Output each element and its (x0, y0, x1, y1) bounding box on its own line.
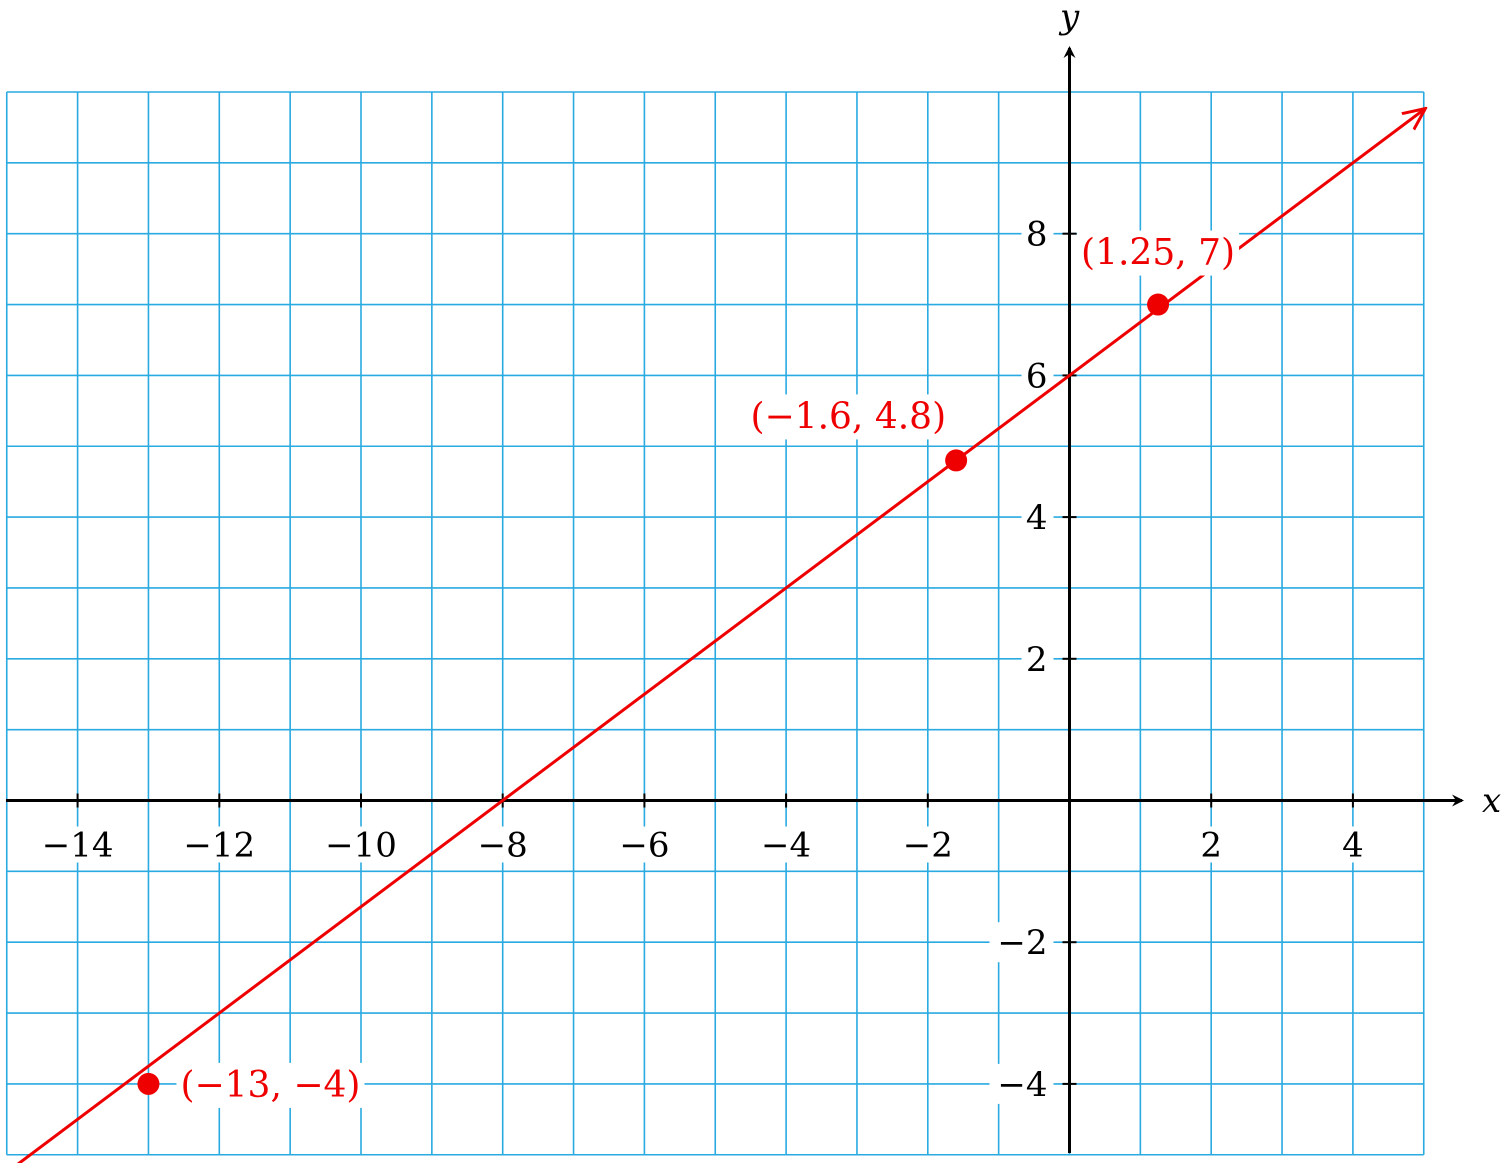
point-label-background (176, 1062, 365, 1108)
point-label: (1.25, 7) (1081, 233, 1235, 274)
x-tick-label: 4 (1342, 826, 1364, 866)
y-tick-label: 6 (1026, 356, 1048, 396)
point-label-background (1077, 230, 1240, 276)
data-point (1147, 293, 1170, 316)
point-label-background (746, 394, 951, 440)
x-tick-label: −2 (903, 826, 953, 866)
series (0, 110, 1424, 1163)
data-point (137, 1072, 160, 1095)
x-tick-label: −6 (619, 826, 669, 866)
series-line (0, 110, 1424, 1163)
y-tick-label: −2 (997, 923, 1047, 963)
x-axis-label: x (1482, 781, 1501, 821)
x-tick-label: −14 (42, 826, 114, 866)
axes: xy (6, 0, 1501, 1153)
x-tick-label: −4 (761, 826, 811, 866)
x-tick-label: −10 (325, 826, 397, 866)
point-label: (−1.6, 4.8) (750, 396, 946, 437)
x-tick-label: −8 (478, 826, 528, 866)
y-tick-label: 8 (1026, 215, 1048, 255)
y-tick-label: 4 (1026, 498, 1048, 538)
point-label: (−13, −4) (180, 1065, 360, 1106)
y-tick-label: 2 (1026, 640, 1048, 680)
x-tick-label: 2 (1200, 826, 1222, 866)
y-axis-label: y (1058, 0, 1080, 37)
points: (−13, −4) (−1.6, 4.8) (1.25, 7) (137, 230, 1240, 1108)
data-point (945, 449, 968, 472)
x-tick-label: −12 (183, 826, 255, 866)
y-tick-label: −4 (997, 1065, 1047, 1105)
